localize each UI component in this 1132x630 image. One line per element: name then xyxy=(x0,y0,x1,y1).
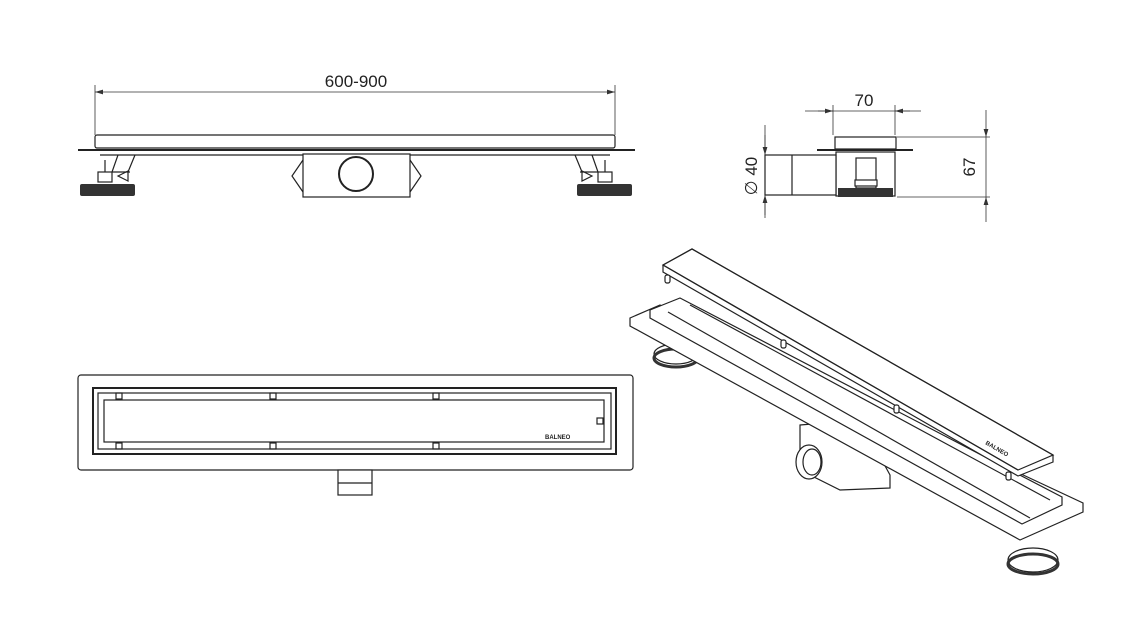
outlet-box xyxy=(302,153,411,198)
diameter-dimension-label: ∅ 40 xyxy=(742,157,761,195)
isometric-view: BALNEO xyxy=(629,248,1084,576)
length-dimension: 600-900 xyxy=(94,72,616,135)
leveling-foot-right xyxy=(574,154,632,196)
brand-logo-plan: BALNEO xyxy=(545,435,571,441)
outlet-pipe xyxy=(338,156,374,192)
foot-right-iso xyxy=(1007,547,1059,573)
channel-iso xyxy=(649,297,1063,525)
height-dimension-label: 67 xyxy=(960,158,979,177)
side-view: 70 67 ∅ 40 xyxy=(742,91,990,222)
grate-cover xyxy=(94,134,616,149)
width-dimension-label: 70 xyxy=(855,91,874,110)
outlet-pipe-side xyxy=(764,154,837,196)
length-dimension-label: 600-900 xyxy=(325,72,387,91)
plan-view: BALNEO xyxy=(77,374,634,496)
front-view: 600-900 xyxy=(78,72,635,198)
leveling-foot-left xyxy=(80,154,136,196)
outlet-pipe-iso xyxy=(795,444,823,480)
